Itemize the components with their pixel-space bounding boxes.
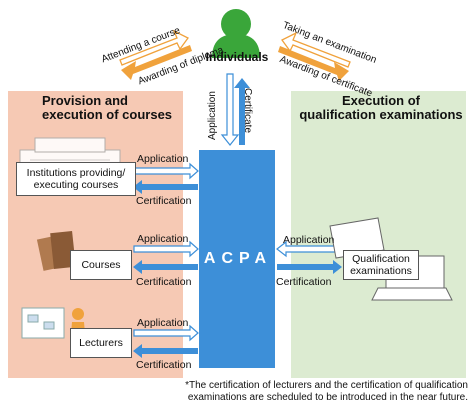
examinations-panel-title: Execution of qualification examinations [299,93,463,122]
vertical-certificate-arrow [234,78,250,145]
row2-certification-label: Certification [136,276,192,288]
awarding-diploma-arrow [121,45,192,80]
attending-course-arrow [119,29,189,66]
awarding-certificate-arrow [278,46,349,81]
taking-examination-arrow [281,31,351,68]
row2-application-arrow [133,240,199,258]
exam-application-arrow [276,240,343,258]
vertical-application-label: Application [207,91,218,140]
footnote: *The certification of lecturers and the … [185,380,468,403]
courses-box: Courses [70,250,132,280]
row1-application-arrow [133,162,199,180]
row2-application-label: Application [137,233,189,245]
row1-certification-label: Certification [136,195,192,207]
institutions-box: Institutions providing/ executing course… [16,162,136,196]
books-illustration [36,230,76,271]
vertical-certificate-label: Certificate [242,88,253,134]
vertical-application-arrow [220,73,240,146]
courses-panel-title: Provision and execution of courses [42,93,173,122]
lecturers-box: Lecturers [70,328,132,358]
acpa-label: ACPA [203,250,273,267]
row1-application-label: Application [137,153,189,165]
individuals-label: Individuals [205,50,269,64]
row2-certification-arrow [133,260,198,274]
row3-certification-label: Certification [136,359,192,371]
row3-certification-arrow [133,344,198,358]
exam-application-label: Application [283,234,335,246]
qualification-exams-box: Qualification examinations [343,250,419,280]
row3-application-arrow [133,324,199,342]
row3-application-label: Application [137,317,189,329]
person-icon [212,9,260,58]
exam-certification-arrow [277,260,342,274]
acpa-block [199,150,275,368]
row1-certification-arrow [133,180,198,194]
exam-certification-label: Certification [276,276,332,288]
